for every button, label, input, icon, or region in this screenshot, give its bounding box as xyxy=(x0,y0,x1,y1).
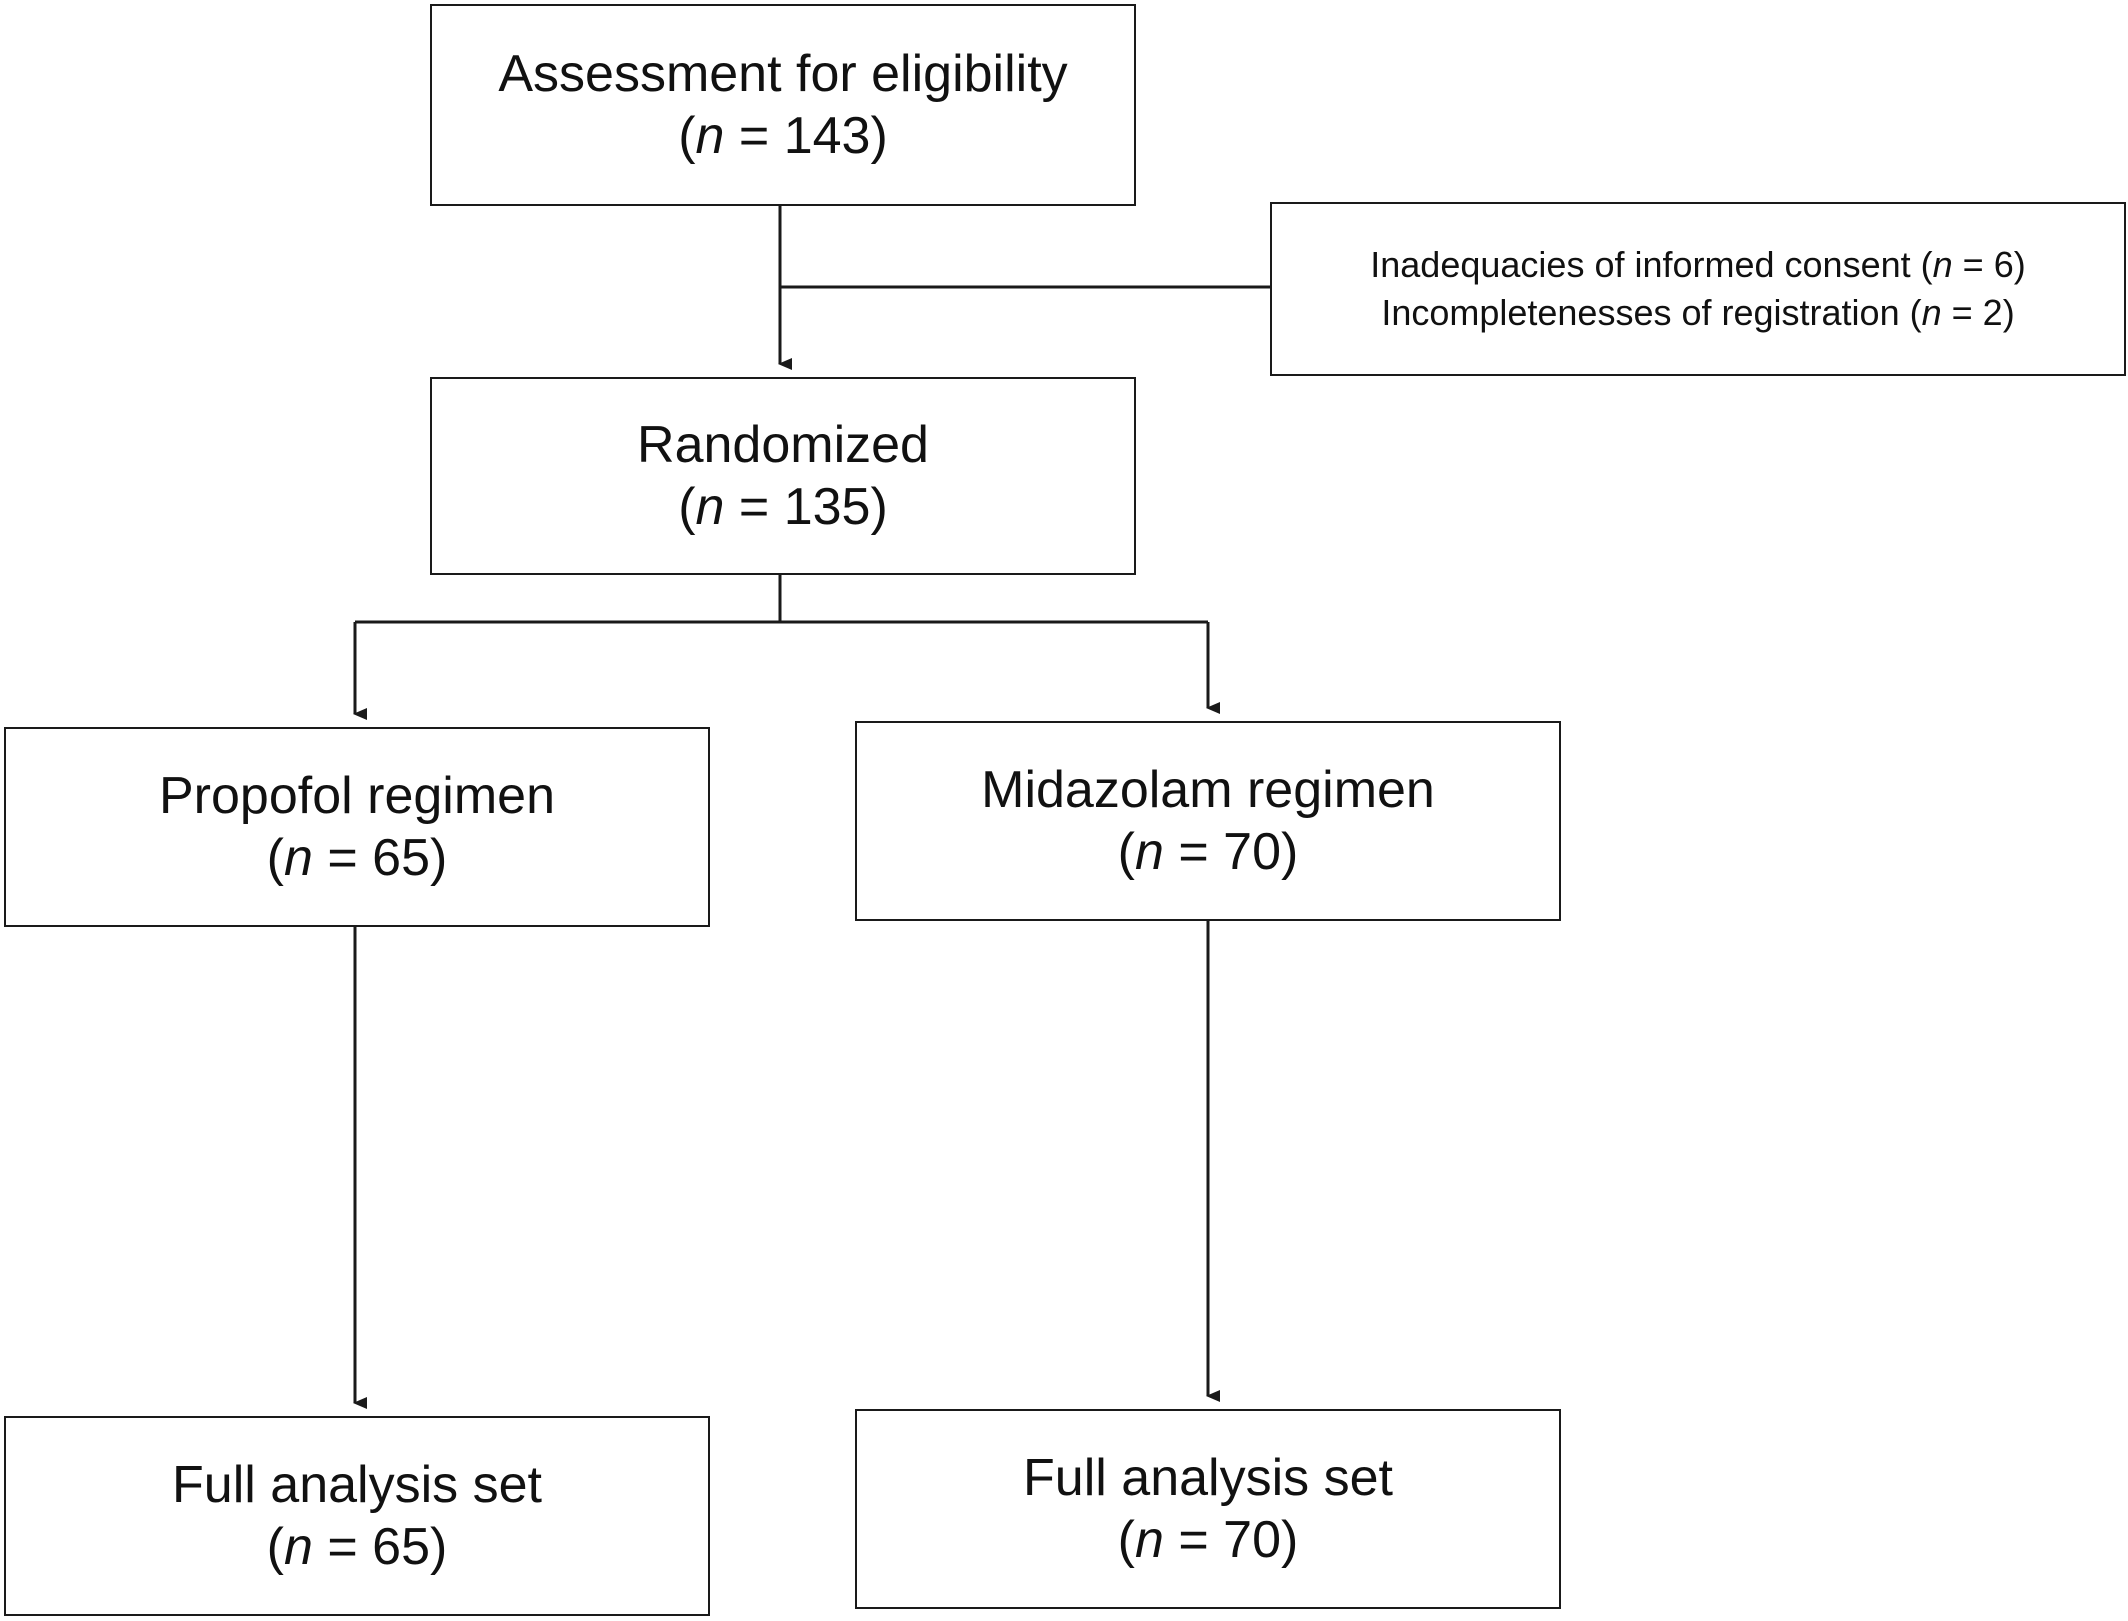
fas-propofol-title: Full analysis set xyxy=(172,1456,542,1514)
midazolam-title: Midazolam regimen xyxy=(981,761,1435,819)
propofol-count: (n = 65) xyxy=(266,829,448,887)
fas-propofol-count: (n = 65) xyxy=(266,1518,448,1576)
assessment-count: (n = 143) xyxy=(678,107,888,165)
exclusion-reason-consent: Inadequacies of informed consent (n = 6) xyxy=(1370,244,2026,285)
fas-propofol-box: Full analysis set (n = 65) xyxy=(4,1416,710,1616)
midazolam-box: Midazolam regimen (n = 70) xyxy=(855,721,1561,921)
fas-midazolam-count: (n = 70) xyxy=(1117,1511,1299,1569)
midazolam-count: (n = 70) xyxy=(1117,823,1299,881)
exclusion-box: Inadequacies of informed consent (n = 6)… xyxy=(1270,202,2126,376)
assessment-box: Assessment for eligibility (n = 143) xyxy=(430,4,1136,206)
assessment-title: Assessment for eligibility xyxy=(498,45,1068,103)
fas-midazolam-box: Full analysis set (n = 70) xyxy=(855,1409,1561,1609)
propofol-box: Propofol regimen (n = 65) xyxy=(4,727,710,927)
propofol-title: Propofol regimen xyxy=(159,767,555,825)
fas-midazolam-title: Full analysis set xyxy=(1023,1449,1393,1507)
exclusion-reason-registration: Incompletenesses of registration (n = 2) xyxy=(1381,292,2015,333)
randomized-box: Randomized (n = 135) xyxy=(430,377,1136,575)
randomized-title: Randomized xyxy=(637,416,929,474)
randomized-count: (n = 135) xyxy=(678,478,888,536)
